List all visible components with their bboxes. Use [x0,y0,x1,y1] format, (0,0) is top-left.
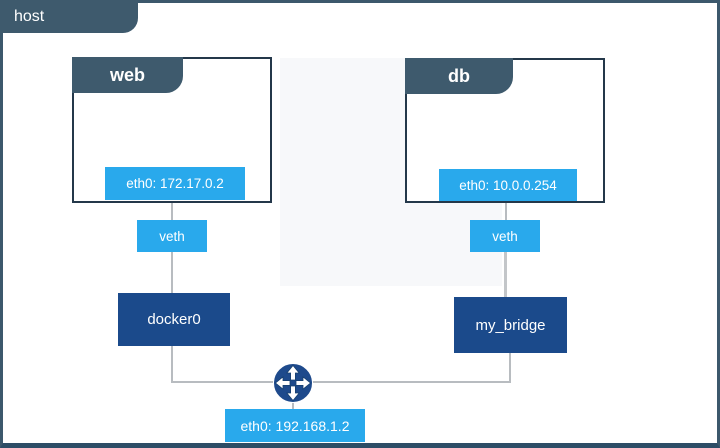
host-tab: host [0,0,138,33]
edge-web-to-veth [171,203,173,220]
edge-db-to-veth [505,203,507,220]
host-eth0-label: eth0: 192.168.1.2 [240,417,350,434]
docker0-label: docker0 [147,311,201,328]
container-web-label: web [109,64,145,85]
veth-web-label: veth [159,228,185,244]
web-eth0-chip: eth0: 172.17.0.2 [105,167,245,200]
container-db-label: db [448,65,470,86]
my-bridge-label: my_bridge [475,316,546,334]
bridge-node-docker0: docker0 [118,293,230,346]
veth-db-label: veth [492,228,518,244]
db-eth0-label: eth0: 10.0.0.254 [459,177,557,193]
edge-mybridge-to-router [509,353,511,382]
router-crossed-arrows-icon [273,363,313,403]
router-icon [272,362,314,404]
container-db-tab: db [405,58,513,94]
container-node-web: web eth0: 172.17.0.2 [72,57,272,203]
edge-veth-to-mybridge [504,252,507,297]
edge-docker0-to-router [171,346,173,382]
bridge-node-my-bridge: my_bridge [454,297,567,353]
web-eth0-label: eth0: 172.17.0.2 [126,176,224,191]
host-eth0-chip: eth0: 192.168.1.2 [225,409,365,442]
host-label: host [14,7,45,25]
db-eth0-chip: eth0: 10.0.0.254 [439,169,577,201]
edge-router-to-host-eth0 [292,398,294,410]
veth-chip-web: veth [137,220,207,252]
container-web-tab: web [72,57,183,93]
edge-veth-to-docker0 [171,252,173,293]
veth-chip-db: veth [470,220,540,252]
edge-horizontal-bus [171,381,511,383]
container-node-db: db eth0: 10.0.0.254 [405,58,605,203]
